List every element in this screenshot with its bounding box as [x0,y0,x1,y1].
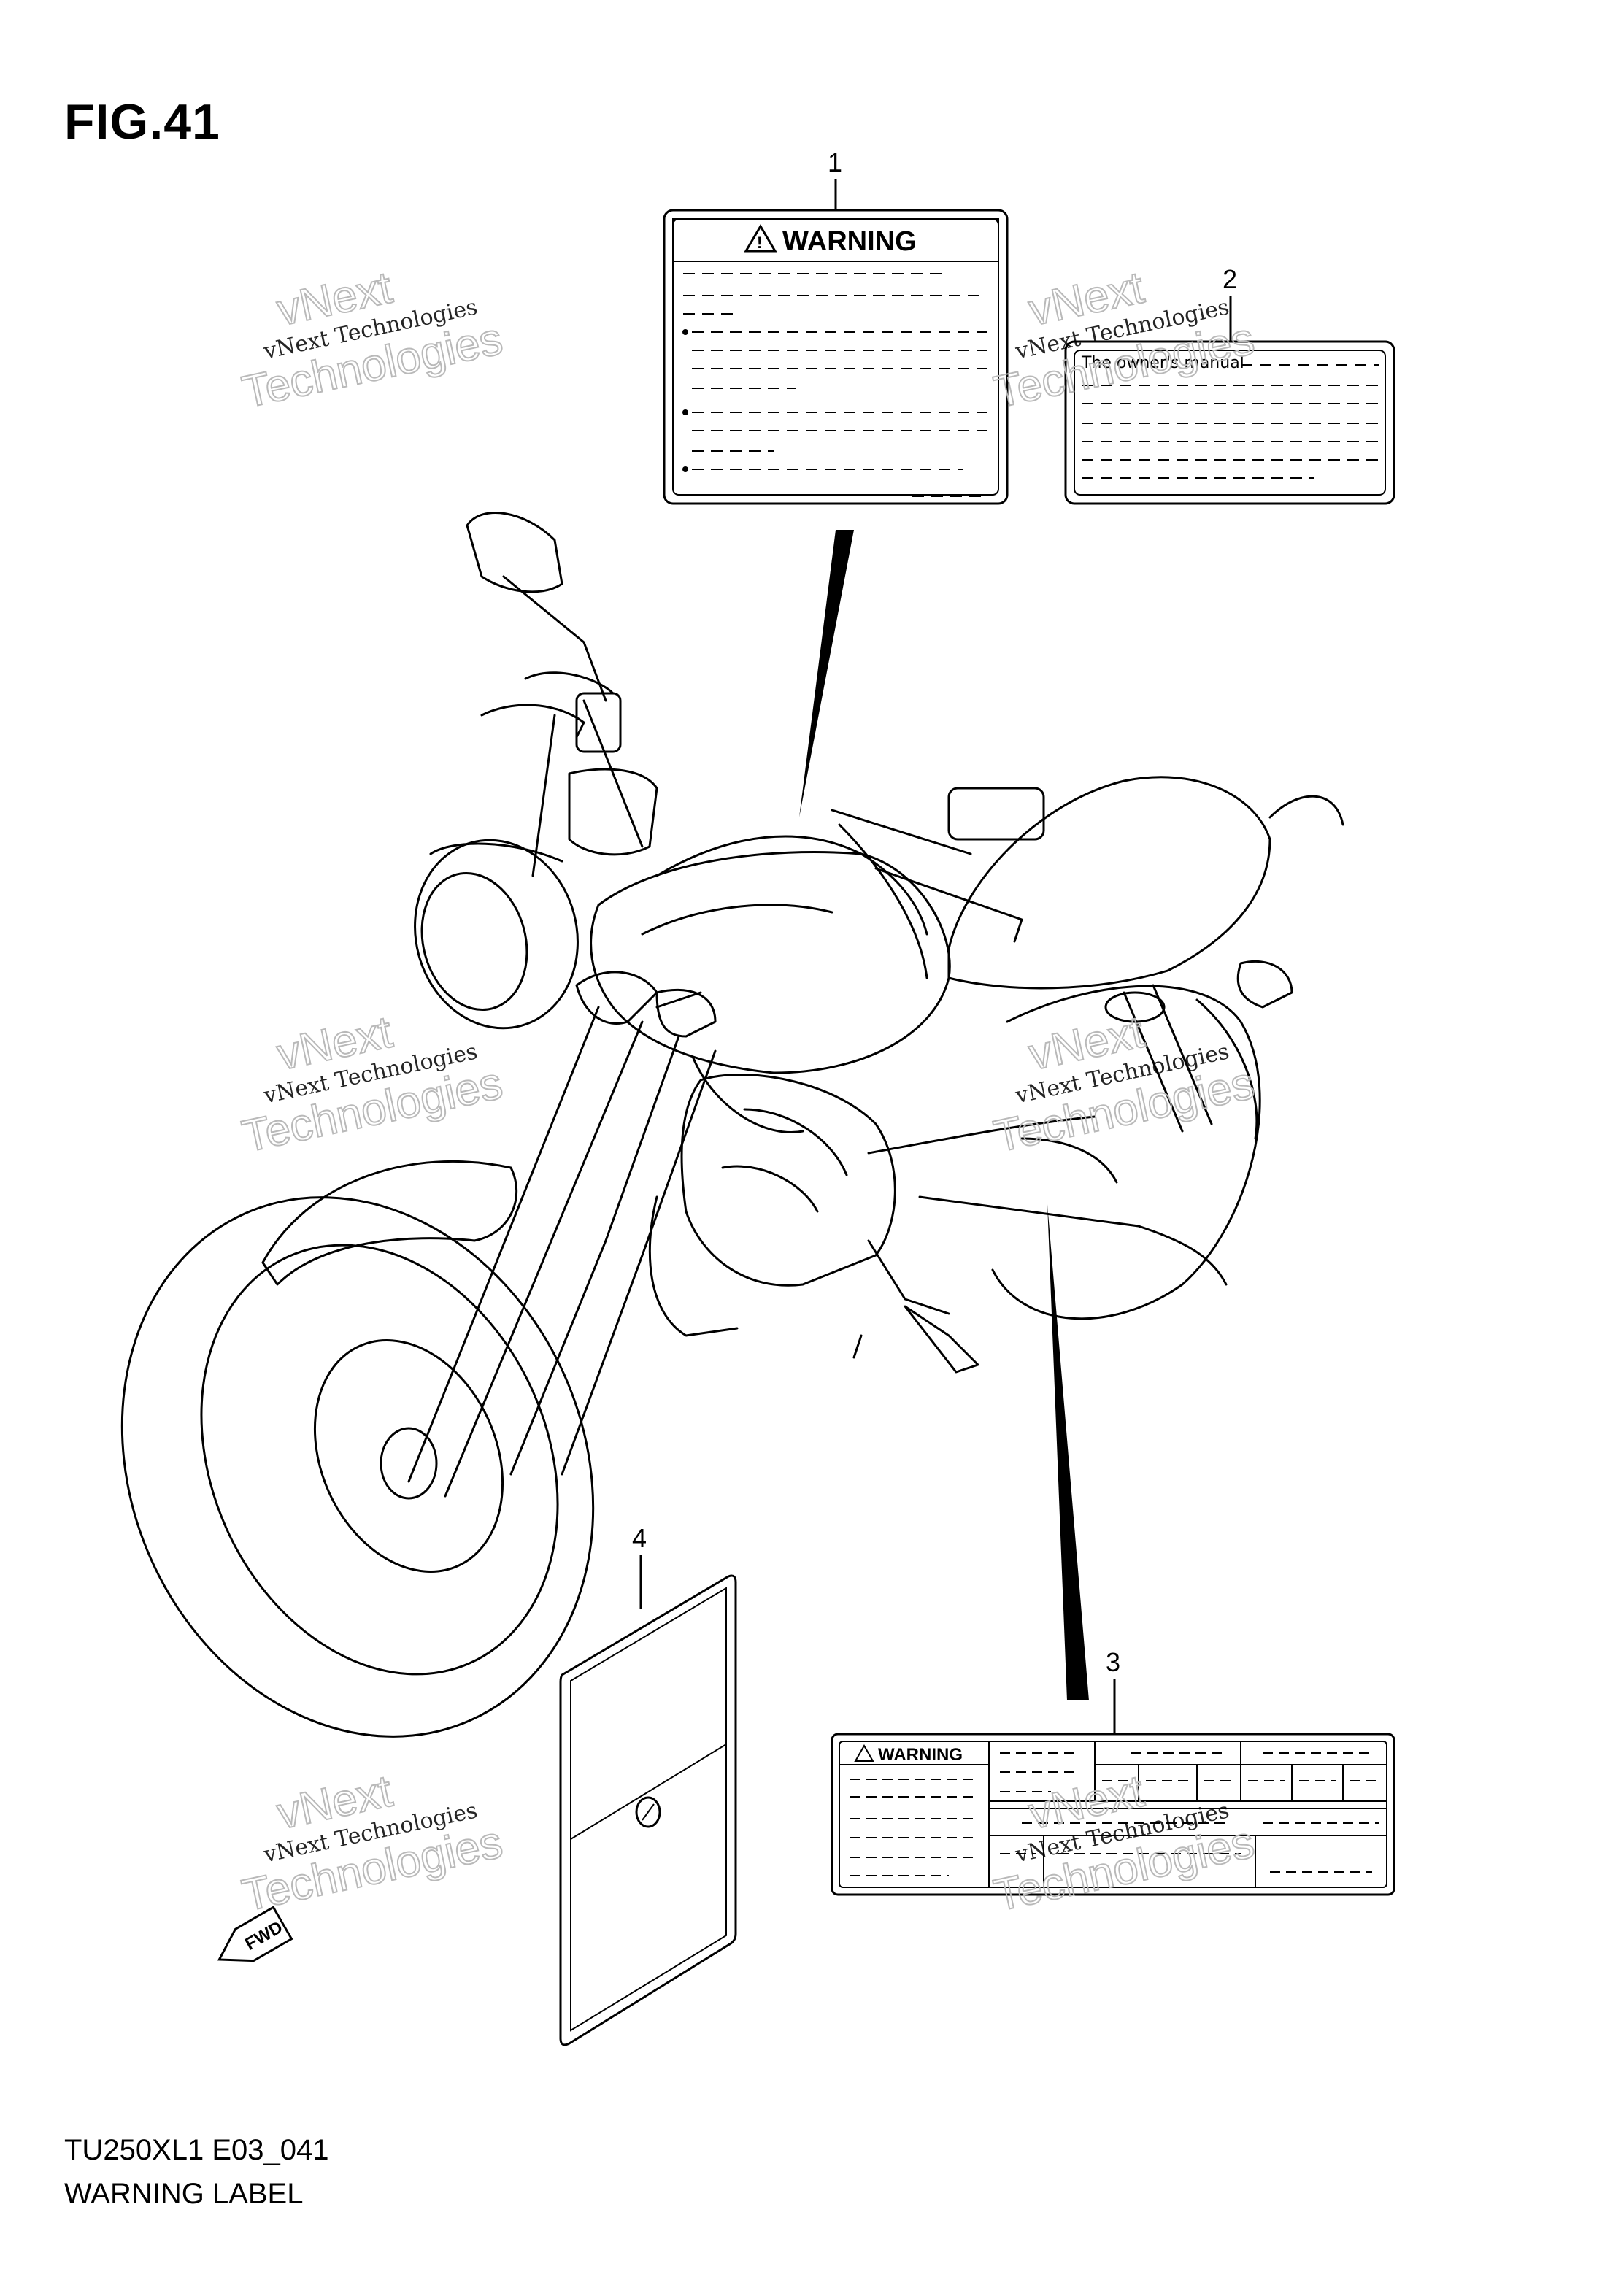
section-title: WARNING LABEL [64,2178,304,2210]
model-code: TU250XL1 E03_041 [64,2134,329,2166]
figure-label: FIG.41 [64,94,220,150]
callout-number-3: 3 [1106,1647,1120,1677]
callout-number-1: 1 [828,147,842,177]
forward-marker: FWD [217,1906,293,1962]
callout-3: 3 WARNING [831,1647,1395,1896]
warning-triangle-icon [744,224,777,253]
warning-label-3-heading: WARNING [878,1745,963,1765]
warning-label-3 [831,1733,1395,1896]
callout-number-2: 2 [1223,264,1237,294]
leader-wedge-1 [799,530,854,817]
manual-label-2 [1064,340,1395,505]
leader-lines [799,530,1089,1700]
warning-triangle-icon [854,1744,874,1762]
warning-label-1-heading: WARNING [782,226,917,257]
fwd-arrow-icon [217,1906,293,1962]
callout-2: 2 The owner's manual [1064,264,1395,505]
callout-1: 1 ! WARNING [663,147,1009,505]
callout-number-4: 4 [632,1523,647,1553]
callout-4: 4 [559,1523,737,2046]
manual-label-2-text: The owner's manual [1081,354,1244,372]
exclamation-icon: ! [757,234,762,252]
blank-label-4 [559,1574,737,2046]
leader-wedge-3 [1047,1204,1089,1700]
motorcycle-illustration [120,512,1344,1738]
